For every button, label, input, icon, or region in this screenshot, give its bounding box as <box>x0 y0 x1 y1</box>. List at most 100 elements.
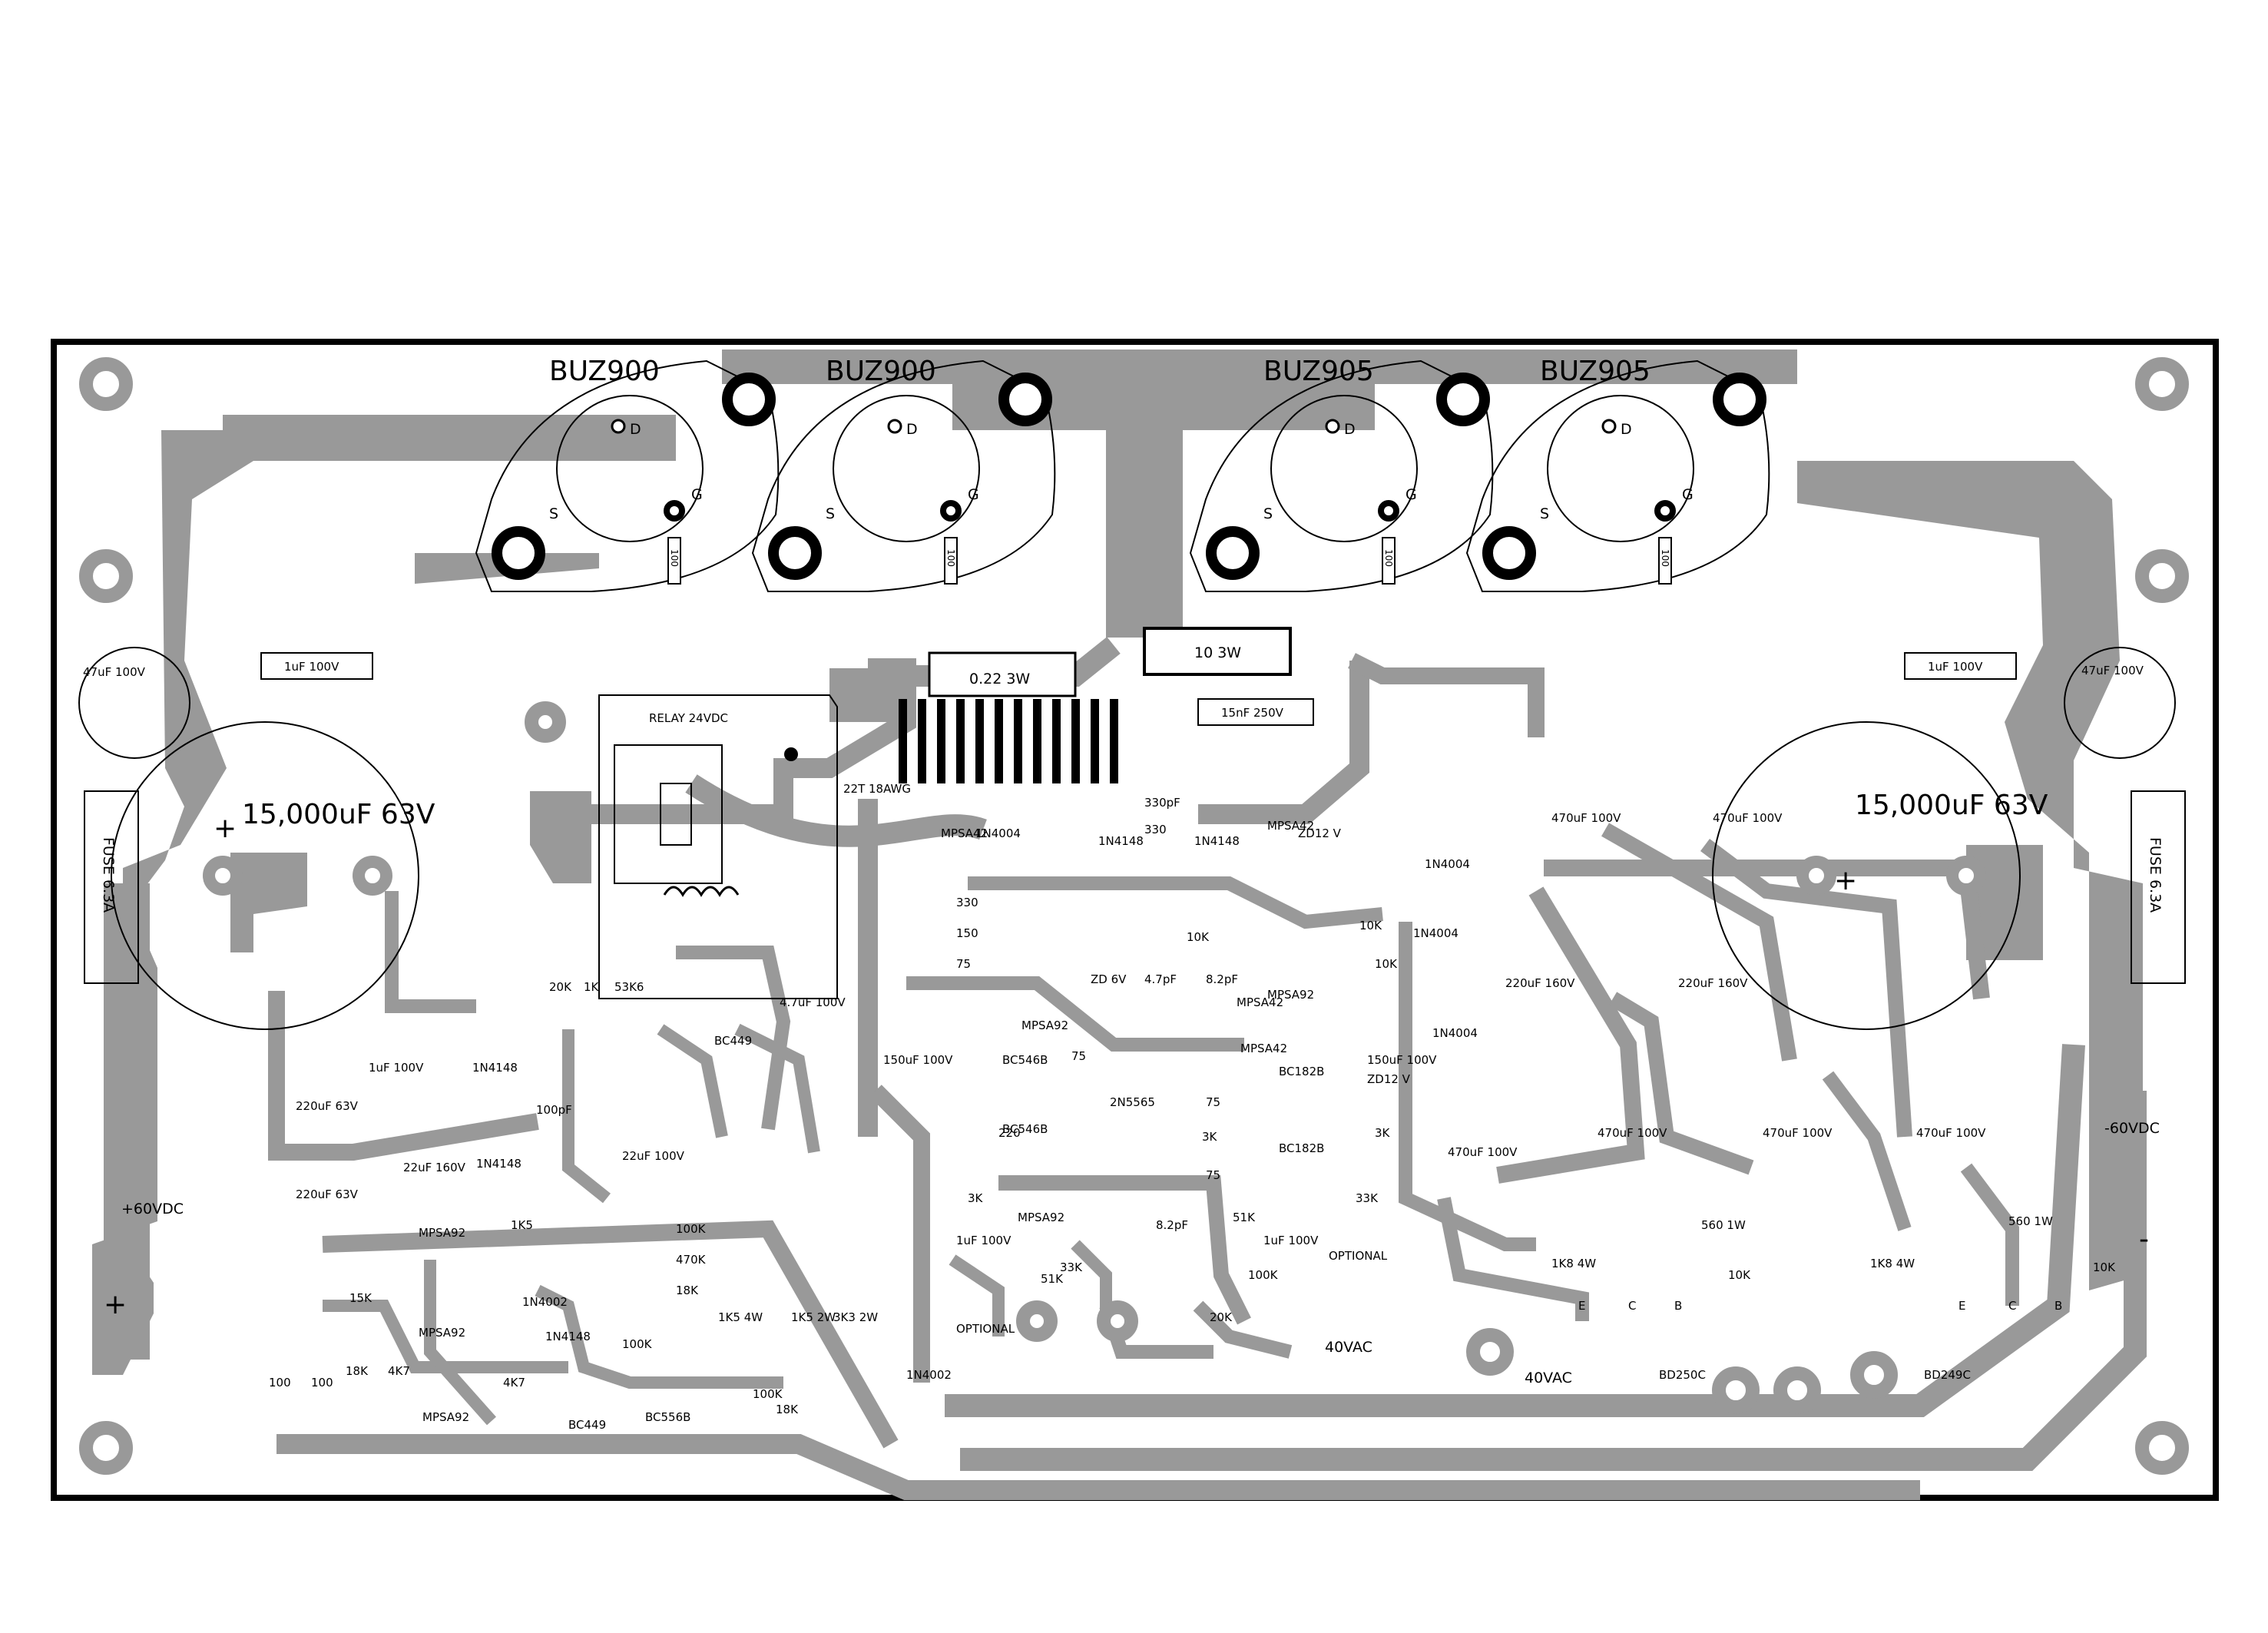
output-cap <box>1197 698 1314 726</box>
fuse-right <box>2131 790 2186 984</box>
component-label: 100 <box>269 1376 291 1390</box>
plus-icon: + <box>214 813 237 844</box>
component-label: 1uF 100V <box>1263 1234 1319 1247</box>
gate-label: G <box>1405 486 1417 503</box>
plus-icon: + <box>1834 865 1857 896</box>
output-coil <box>899 699 1118 783</box>
component-label: 470uF 100V <box>1763 1126 1833 1140</box>
component-label: MPSA42 <box>1267 819 1314 833</box>
mounting-hole <box>79 1421 133 1475</box>
component-label: 100K <box>753 1387 783 1401</box>
component-label: 1N4004 <box>975 826 1021 840</box>
component-label: MPSA42 <box>1237 995 1283 1009</box>
pos-supply-label: +60VDC <box>121 1201 184 1217</box>
component-label: 1N4148 <box>476 1157 521 1171</box>
component-label: 18K <box>346 1364 369 1378</box>
component-label: 100 <box>311 1376 333 1390</box>
ac-input-label: 40VAC <box>1525 1370 1572 1386</box>
mounting-hole <box>2135 1421 2189 1475</box>
component-label: 1N4004 <box>1432 1026 1478 1040</box>
component-label: 1K5 4W <box>718 1310 763 1324</box>
output-resistor-1 <box>928 651 1077 697</box>
component-label: 330 <box>956 896 978 909</box>
component-label: 220uF 63V <box>296 1099 359 1113</box>
component-label: ZD 6V <box>1091 972 1127 986</box>
fuses: FUSE 6.3A FUSE 6.3A <box>84 790 2186 984</box>
fuse-left <box>84 790 139 984</box>
film-caps: 1uF 100V 1uF 100V <box>260 652 2017 680</box>
relay: RELAY 24VDC <box>598 694 838 999</box>
component-label: MPSA92 <box>1018 1211 1064 1224</box>
component-label: 22uF 160V <box>403 1161 466 1174</box>
component-label: 75 <box>1071 1049 1086 1063</box>
component-label: C <box>2008 1299 2016 1313</box>
film-cap-right-label: 1uF 100V <box>1928 660 1983 674</box>
component-label: E <box>1958 1299 1965 1313</box>
gate-label: G <box>691 486 703 503</box>
component-label: 470uF 100V <box>1598 1126 1667 1140</box>
component-label: 1N4148 <box>1098 834 1144 848</box>
component-label: 1K8 4W <box>1870 1257 1915 1270</box>
small-cap-left <box>78 647 190 759</box>
main-cap-left-label: 15,000uF 63V <box>242 799 435 830</box>
component-label: 1uF 100V <box>369 1061 424 1075</box>
gate-resistor-label: 100 <box>1660 549 1670 567</box>
component-label: 470uF 100V <box>1916 1126 1986 1140</box>
main-cap-right-pad <box>1796 856 1836 896</box>
component-label: 220uF 160V <box>1678 976 1748 990</box>
film-cap-left <box>260 652 373 680</box>
component-label: 470K <box>676 1253 707 1267</box>
gate-label: G <box>968 486 979 503</box>
relay-label: RELAY 24VDC <box>649 711 728 725</box>
component-label: 100K <box>1248 1268 1279 1282</box>
source-label: S <box>1263 505 1273 522</box>
gate-resistor-label: 100 <box>1383 549 1394 567</box>
component-label: 10K <box>1359 919 1382 932</box>
component-label: 560 1W <box>1701 1218 1746 1232</box>
component-label: 220uF 160V <box>1505 976 1575 990</box>
component-label: 3K <box>1375 1126 1391 1140</box>
component-label: 1N4148 <box>545 1330 591 1343</box>
drain-label: D <box>1621 421 1632 438</box>
component-label: BC449 <box>568 1418 606 1432</box>
output-resistor-2-label: 10 3W <box>1194 644 1241 661</box>
component-label: BD249C <box>1924 1368 1971 1382</box>
component-label: MPSA92 <box>422 1410 469 1424</box>
main-capacitors: 15,000uF 63V + 15,000uF 63V + 47uF 100V … <box>78 647 2176 1030</box>
fuse-right-label: FUSE 6.3A <box>2147 837 2164 913</box>
mounting-hole <box>1712 1366 1760 1414</box>
component-label: 18K <box>676 1284 699 1297</box>
component-label: 560 1W <box>2008 1214 2053 1228</box>
component-label: 10K <box>1728 1268 1751 1282</box>
component-label: 10K <box>1375 957 1398 971</box>
component-label: 220uF 63V <box>296 1187 359 1201</box>
component-labels: MPSA42MPSA92MPSA42MPSA92MPSA92MPSA42MPSA… <box>269 796 2116 1432</box>
mounting-hole <box>1773 1366 1821 1414</box>
component-label: 8.2pF <box>1156 1218 1188 1232</box>
gate-label: G <box>1682 486 1694 503</box>
component-label: 150uF 100V <box>1367 1053 1437 1067</box>
component-label: 4.7pF <box>1144 972 1177 986</box>
component-label: 10K <box>1187 930 1210 944</box>
neg-supply-label: -60VDC <box>2104 1120 2160 1137</box>
small-cap-right <box>2064 647 2176 759</box>
component-label: 51K <box>1233 1211 1256 1224</box>
main-cap-left-outline <box>111 721 419 1030</box>
component-label: 1K <box>584 980 600 994</box>
drain-label: D <box>630 421 641 438</box>
mosfet-part-label: BUZ900 <box>826 356 936 387</box>
component-label: 1K5 2W <box>791 1310 836 1324</box>
component-label: 100K <box>676 1222 707 1236</box>
component-label: ZD12 V <box>1367 1072 1411 1086</box>
output-section: 0.22 3W 10 3W 15nF 250V 22T 18AWG <box>843 627 1314 796</box>
component-label: 1K8 4W <box>1551 1257 1596 1270</box>
component-label: 100pF <box>536 1103 572 1117</box>
component-label: B <box>2054 1299 2062 1313</box>
component-label: 1K5 <box>511 1218 533 1232</box>
output-coil-label: 22T 18AWG <box>843 782 911 796</box>
component-label: OPTIONAL <box>956 1322 1015 1336</box>
component-label: 75 <box>1206 1168 1220 1182</box>
component-label: 15K <box>349 1291 372 1305</box>
